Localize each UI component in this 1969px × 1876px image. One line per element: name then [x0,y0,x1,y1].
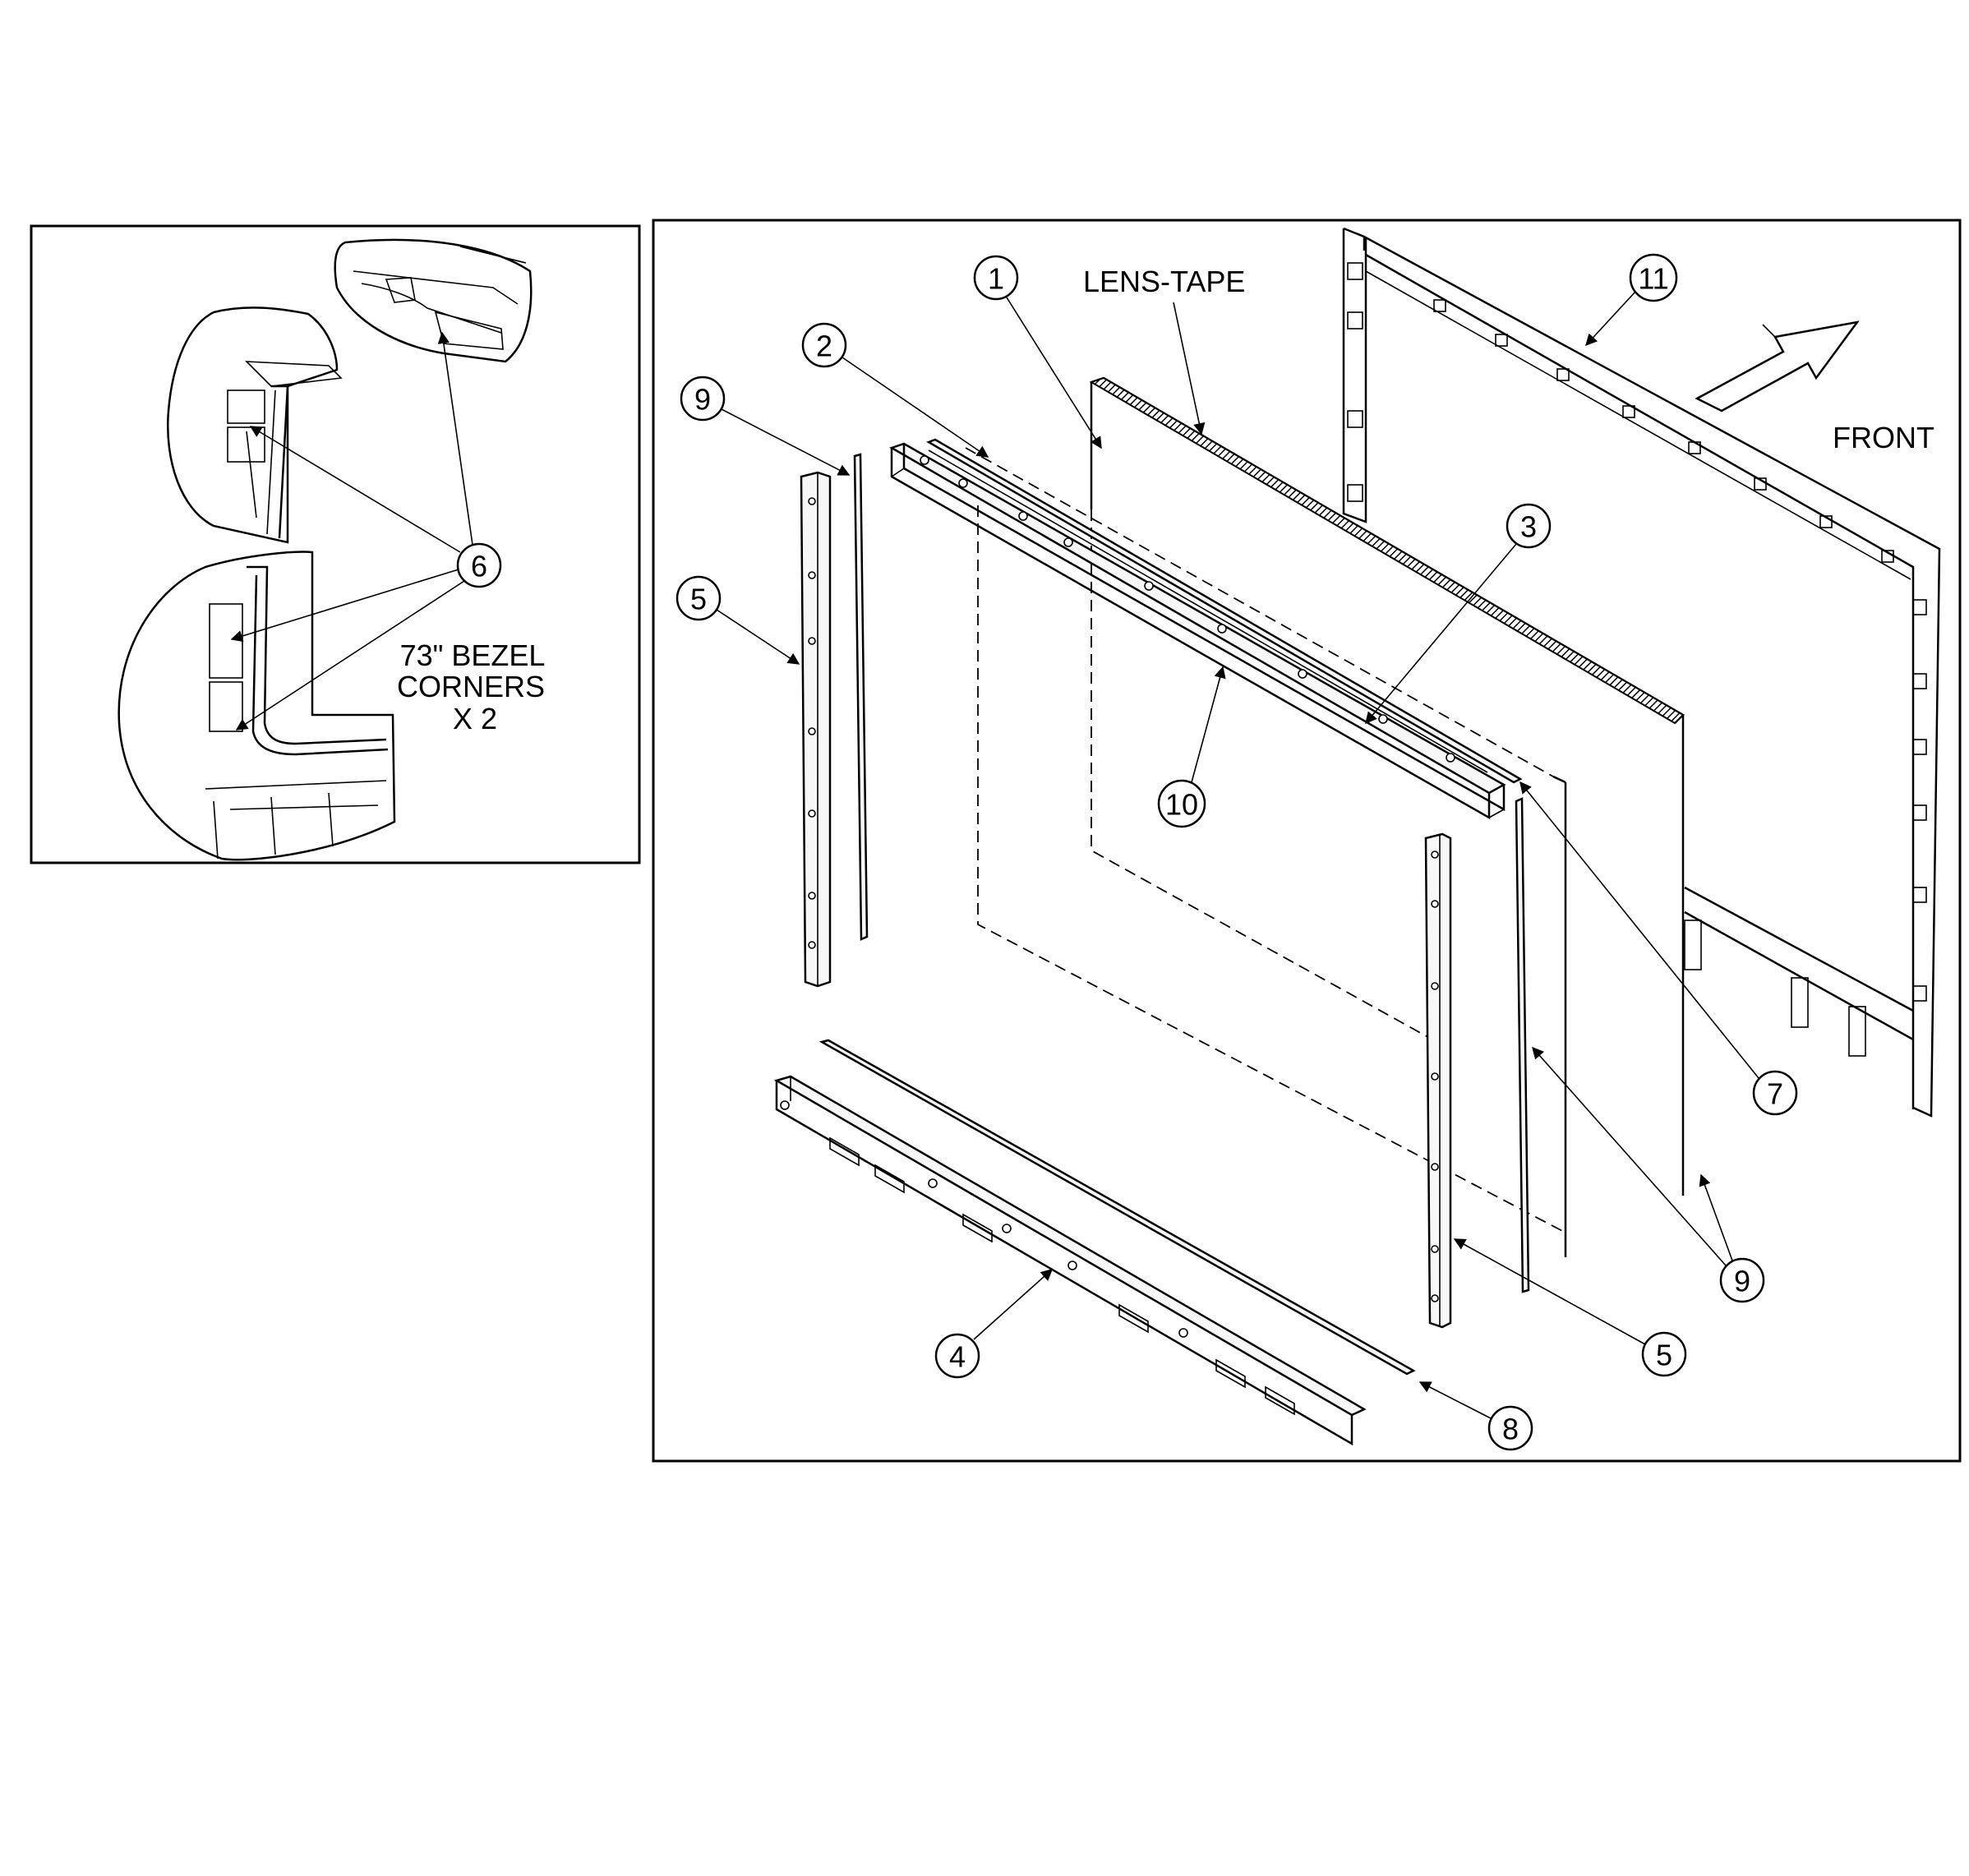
caption-line-3: X 2 [453,702,497,735]
part-5-right-rail [1424,832,1452,1329]
front-arrow-icon [1695,320,1860,413]
callout-5-right: 5 [1641,1331,1687,1377]
inset-panel: 6 73" BEZEL CORNERS X 2 [30,224,641,864]
callout-11: 11 [1629,253,1678,302]
callout-1: 1 [973,255,1019,301]
top-rail-holes [920,455,1455,763]
callout-5-left: 5 [676,575,722,621]
bezel-clips-bottom [1684,920,1866,1057]
bezel-clips-right [1912,599,1927,1002]
lens-tape-label: LENS-TAPE [1083,265,1245,298]
main-frame [652,219,1962,1463]
callout-9-right: 9 [1719,1257,1765,1303]
part-9-right-strip [1515,797,1530,1293]
callout-10: 10 [1157,779,1206,828]
callout-7-label: 7 [1767,1077,1783,1111]
callout-2: 2 [801,322,847,368]
caption-line-2: CORNERS [397,670,545,703]
part-8-bottom-strip [818,1039,1416,1376]
callout-5-left-label: 5 [690,583,707,616]
bezel-clips-left [1347,262,1363,502]
callout-7: 7 [1752,1070,1798,1116]
caption-line-1: 73" BEZEL [400,638,546,672]
part-5-left-rail [800,471,832,988]
front-label: FRONT [1833,421,1934,454]
bezel-corner-top-view [334,238,533,363]
callout-2-label: 2 [816,330,832,363]
callout-11-label: 11 [1638,262,1668,296]
callout-6: 6 [456,542,502,588]
part-10-top-rail [888,442,1506,820]
bezel-clips-top [1433,299,1894,563]
callout-4: 4 [934,1333,980,1379]
callout-9-top-label: 9 [694,383,711,417]
callout-4-label: 4 [949,1340,966,1374]
bottom-rail-slots [829,1136,1295,1416]
part-7-top-strip [926,438,1523,784]
callout-6-label: 6 [471,550,487,583]
part-11-bezel-frame [1342,227,1941,1118]
main-panel: FRONT LENS-TAPE 1 2 9 5 11 [652,219,1962,1463]
callout-3-label: 3 [1520,510,1537,544]
callout-9-top: 9 [680,376,726,422]
callout-8: 8 [1487,1405,1533,1451]
bezel-corner-lower-view [118,551,396,861]
part-9-left-strip [853,453,869,941]
callout-8-label: 8 [1502,1413,1519,1446]
inset-frame [30,224,641,864]
part-4-bottom-rail [773,1075,1367,1446]
callout-9-right-label: 9 [1734,1265,1750,1298]
part-2-screen [965,447,1567,1257]
callout-3: 3 [1506,503,1552,549]
part-1-lens [1089,376,1685,1196]
callout-10-label: 10 [1165,788,1198,822]
callout-1-label: 1 [988,262,1004,296]
bezel-corner-upper-view [167,307,343,544]
callout-5-right-label: 5 [1656,1339,1672,1372]
